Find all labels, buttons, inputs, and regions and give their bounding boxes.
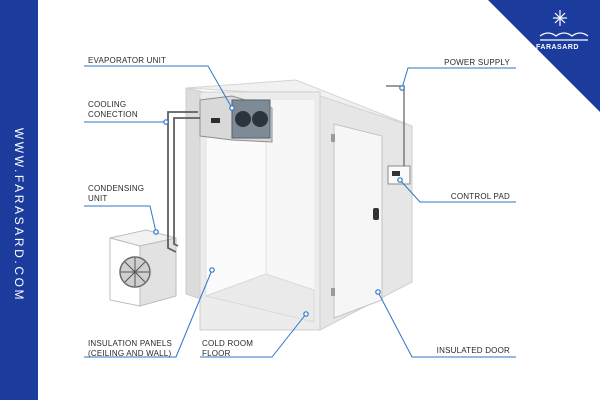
label-power-supply: POWER SUPPLY [444, 58, 510, 67]
label-evaporator-unit: EVAPORATOR UNIT [88, 56, 167, 65]
leader-evaporator [84, 65, 233, 109]
evaporator-fan-icon [235, 111, 251, 127]
label-insulated-door: INSULATED DOOR [436, 346, 510, 355]
leader-power [401, 67, 516, 89]
insulated-door-panel [333, 123, 383, 319]
side-brand-band [0, 0, 38, 400]
leader-control [399, 179, 516, 203]
label-cooling-connection: COOLING CONECTION [88, 100, 138, 119]
leader-dots [153, 85, 405, 317]
label-condensing-unit: CONDENSING UNIT [88, 184, 145, 203]
door-handle-icon [373, 208, 379, 220]
leader-door [377, 291, 516, 358]
leader-condensing [84, 205, 157, 233]
door-hinge-icon [331, 288, 335, 296]
evaporator-fan-icon [252, 111, 268, 127]
cooling-pipes [167, 111, 200, 253]
brand-logo-text: FARASARD [536, 44, 579, 51]
control-pad-screen [392, 171, 400, 176]
leader-insulation [84, 269, 213, 358]
condensing-fan-grille-icon [121, 258, 149, 286]
leader-floor [200, 313, 307, 358]
evaporator-badge [211, 118, 220, 123]
label-cold-room-floor: COLD ROOM FLOOR [202, 339, 254, 358]
room-floor [204, 273, 315, 323]
label-control-pad: CONTROL PAD [450, 192, 510, 201]
room-interior-back [266, 100, 314, 290]
power-cable [386, 85, 405, 166]
label-insulation-panels: INSULATION PANELS (CEILING AND WALL) [88, 339, 173, 358]
door-hinge-icon [331, 134, 335, 142]
leader-lines [84, 65, 516, 358]
logo-mark-icon [539, 10, 589, 41]
corner-brand-triangle [488, 0, 600, 112]
